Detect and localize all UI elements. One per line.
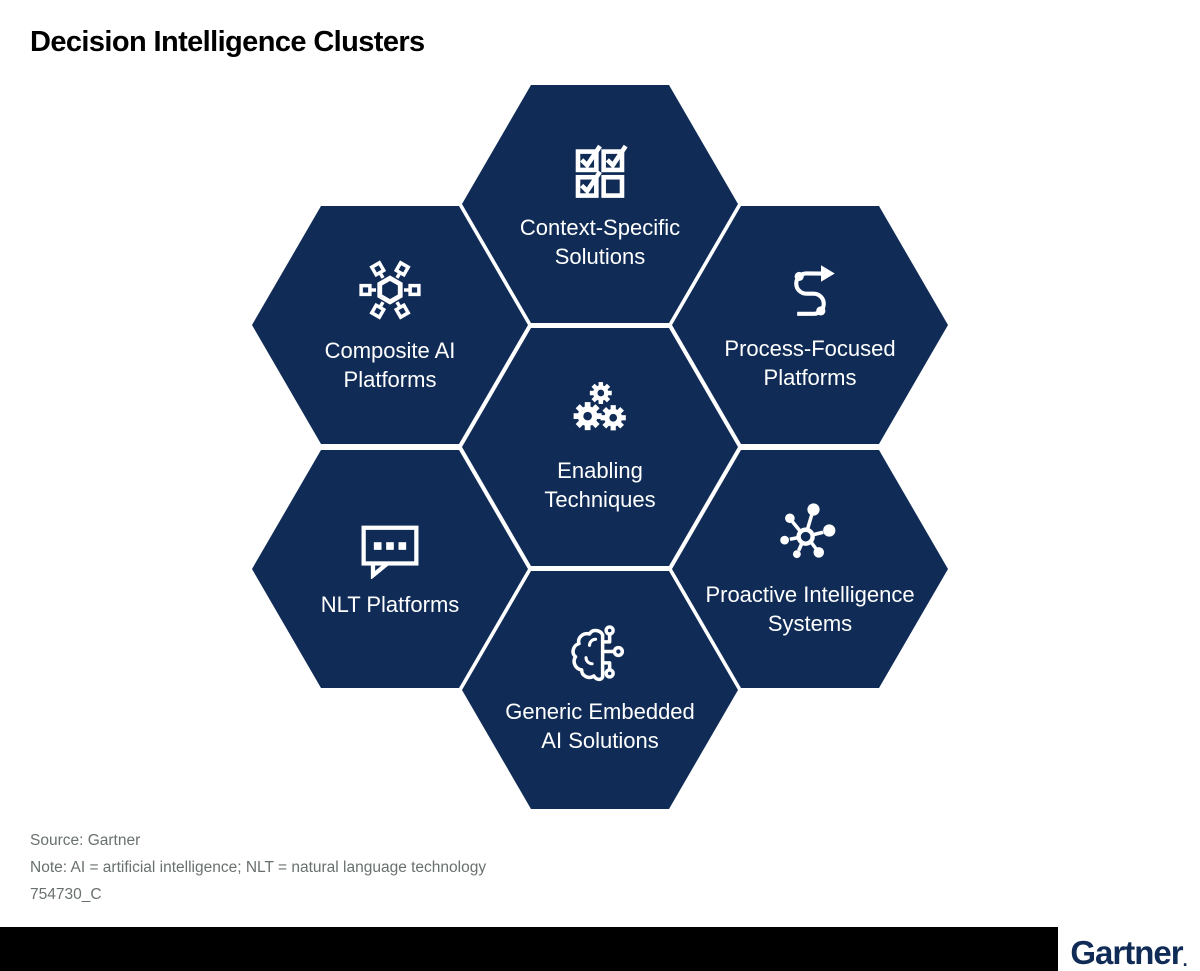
- footer-bar: [0, 927, 1200, 971]
- note-line: Note: AI = artificial intelligence; NLT …: [30, 859, 487, 876]
- label-line: Context-Specific: [519, 215, 681, 241]
- hexagon-generic-embedded-ai-solutions: Generic Embedded AI Solutions: [462, 571, 738, 809]
- hexagon-label: Proactive Intelligence Systems: [705, 581, 914, 638]
- label-line: Systems: [767, 611, 853, 636]
- process-arrow-icon: [794, 265, 835, 317]
- hexagon-label: Process-Focused Platforms: [724, 335, 895, 392]
- figure-title: Decision Intelligence Clusters: [30, 26, 425, 58]
- gartner-logo-registered-mark: .: [1182, 950, 1188, 970]
- label-line: NLT Platforms: [320, 591, 460, 617]
- label-line: Process-Focused: [724, 336, 896, 362]
- hexagon-label: NLT Platforms: [321, 591, 460, 620]
- composite-network-icon: [359, 260, 421, 320]
- gears-icon: [573, 382, 626, 431]
- hexagon-label: Context-Specific Solutions: [520, 214, 680, 271]
- checkboxes-icon: [575, 145, 628, 199]
- label-line: Enabling: [557, 458, 643, 484]
- label-line: Platforms: [343, 367, 437, 392]
- brain-circuit-icon: [571, 625, 625, 682]
- figure-id: 754730_C: [30, 886, 102, 903]
- chat-bubble-icon: [361, 525, 419, 579]
- label-line: Proactive Intelligence: [705, 582, 915, 608]
- footer-notes: Source: Gartner Note: AI = artificial in…: [30, 827, 486, 908]
- hub-network-icon: [780, 503, 836, 559]
- label-line: Solutions: [554, 244, 646, 269]
- gartner-logo: Gartner .: [1058, 927, 1200, 971]
- label-line: Techniques: [544, 487, 656, 512]
- hexagon-label: Enabling Techniques: [544, 457, 655, 514]
- label-line: AI Solutions: [541, 728, 659, 753]
- gartner-logo-text: Gartner: [1070, 934, 1183, 971]
- label-line: Composite AI: [324, 338, 456, 364]
- label-line: Generic Embedded: [505, 699, 695, 725]
- source-line: Source: Gartner: [30, 832, 141, 849]
- hexagon-label: Generic Embedded AI Solutions: [505, 698, 695, 755]
- hexagon-label: Composite AI Platforms: [325, 337, 456, 394]
- label-line: Platforms: [763, 365, 857, 390]
